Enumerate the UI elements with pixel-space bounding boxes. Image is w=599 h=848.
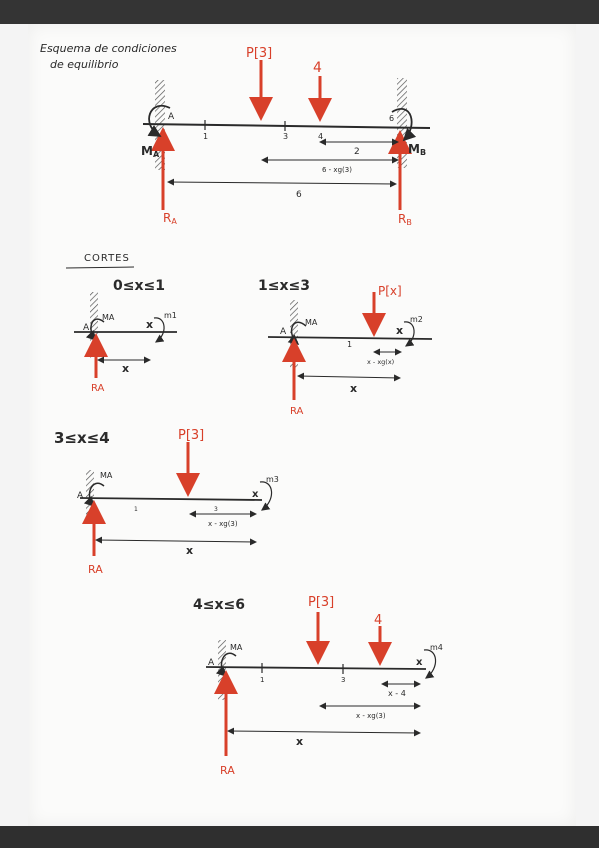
dim-2-label: 2 (354, 147, 360, 157)
main-beam (142, 123, 431, 129)
photo-frame-top (0, 0, 599, 24)
section-3-range: 3≤x≤4 (54, 429, 110, 447)
section-4-load1: P[3] (308, 595, 334, 610)
main-beam-diagram: A 1 3 4 6 P[3] 4 RA RB MA MB 2 6 - xg(3)… (141, 46, 431, 227)
load-4-label: 4 (313, 60, 322, 76)
section-3-x-dim-small: x - xg(3) (208, 520, 238, 528)
section-4-load2: 4 (374, 613, 382, 628)
section-4-x-dim-small: x - xg(3) (356, 712, 386, 720)
section-2-range: 1≤x≤3 (258, 278, 310, 294)
cortes-heading: CORTES (84, 253, 130, 264)
section-3-x-mark: x (252, 489, 259, 500)
section-3-ra: RA (88, 563, 103, 576)
section-3-m3: m3 (266, 475, 279, 484)
section-2-ma: MA (305, 318, 318, 327)
section-3-x-dim: x (186, 544, 193, 557)
section-4-diagram: 4≤x≤6 A MA 1 3 P[3] 4 x m4 x - 4 x - xg(… (193, 595, 443, 777)
section-3-load: P[3] (178, 428, 204, 443)
section-3-three: 3 (214, 506, 218, 513)
section-1-diagram: 0≤x≤1 A MA RA x m1 x (74, 278, 177, 394)
moment-mb-label: MB (408, 142, 426, 157)
photo-frame-bottom (0, 826, 599, 848)
section-2-x-dim-small: x - xg(x) (367, 358, 394, 366)
section-2-x-dim: x (350, 382, 357, 395)
section-3-m3-arc (259, 481, 273, 511)
section-4-x-dim-4: x - 4 (388, 689, 406, 698)
section-3-a: A (77, 491, 84, 501)
moment-ma-arc (147, 105, 171, 137)
section-1-range: 0≤x≤1 (113, 278, 165, 294)
section-1-m1: m1 (164, 311, 177, 320)
reaction-ra-label: RA (163, 211, 177, 226)
section-4-m4: m4 (430, 643, 443, 652)
section-4-m4-arc (423, 649, 437, 679)
section-4-x-dim: x (296, 735, 303, 748)
section-4-beam (205, 666, 427, 670)
dim-6-label: 6 (296, 190, 302, 200)
section-4-three: 3 (341, 676, 345, 684)
section-2-load: P[x] (378, 284, 402, 298)
section-3-beam (79, 497, 263, 501)
title-line-2: de equilibrio (50, 58, 119, 71)
section-2-ra: RA (290, 406, 304, 417)
section-2-one: 1 (347, 340, 352, 349)
section-3-diagram: 3≤x≤4 A MA 1 3 P[3] x m3 x - xg(3) x RA (54, 428, 279, 576)
section-2-m2-arc (403, 321, 415, 347)
right-wall (397, 78, 407, 168)
reaction-rb-label: RB (398, 212, 412, 227)
section-2-diagram: 1≤x≤3 A MA 1 P[x] x m2 x - xg(x) x RA (258, 278, 433, 417)
section-4-one: 1 (260, 676, 264, 684)
moment-mb-arc (391, 108, 417, 142)
section-1-ra: RA (91, 383, 105, 394)
section-1-x-dim: x (122, 362, 129, 375)
section-1-wall (90, 292, 98, 358)
section-2-wall (290, 300, 298, 368)
title-line-1: Esquema de condiciones (40, 42, 177, 55)
section-3-dim (95, 536, 257, 546)
section-1-a: A (83, 323, 90, 333)
cortes-underline (65, 266, 135, 269)
point-1-label: 1 (203, 132, 208, 141)
section-2-dim (297, 372, 401, 382)
section-4-a: A (208, 658, 215, 668)
point-4-label: 4 (318, 132, 323, 141)
load-p3-label: P[3] (246, 46, 272, 61)
section-2-m2: m2 (410, 315, 423, 324)
point-a-label: A (168, 112, 175, 122)
point-6-label: 6 (389, 114, 394, 123)
dim-6 (167, 178, 397, 188)
section-2-a: A (280, 327, 287, 337)
section-3-ma: MA (100, 471, 113, 480)
section-1-ma: MA (102, 313, 115, 322)
section-3-one: 1 (134, 506, 138, 513)
section-4-ma: MA (230, 643, 243, 652)
section-1-m1-arc (153, 317, 165, 343)
dim-6-minus-xg-label: 6 - xg(3) (322, 166, 352, 174)
point-3-label: 3 (283, 132, 288, 141)
section-4-range: 4≤x≤6 (193, 597, 245, 613)
section-4-ra: RA (220, 764, 235, 777)
section-1-x-mark: x (146, 318, 153, 331)
section-4-dim (227, 727, 421, 737)
section-4-x-mark: x (416, 657, 423, 668)
section-2-x-mark: x (396, 324, 403, 337)
moment-ma-label: MA (141, 144, 160, 159)
